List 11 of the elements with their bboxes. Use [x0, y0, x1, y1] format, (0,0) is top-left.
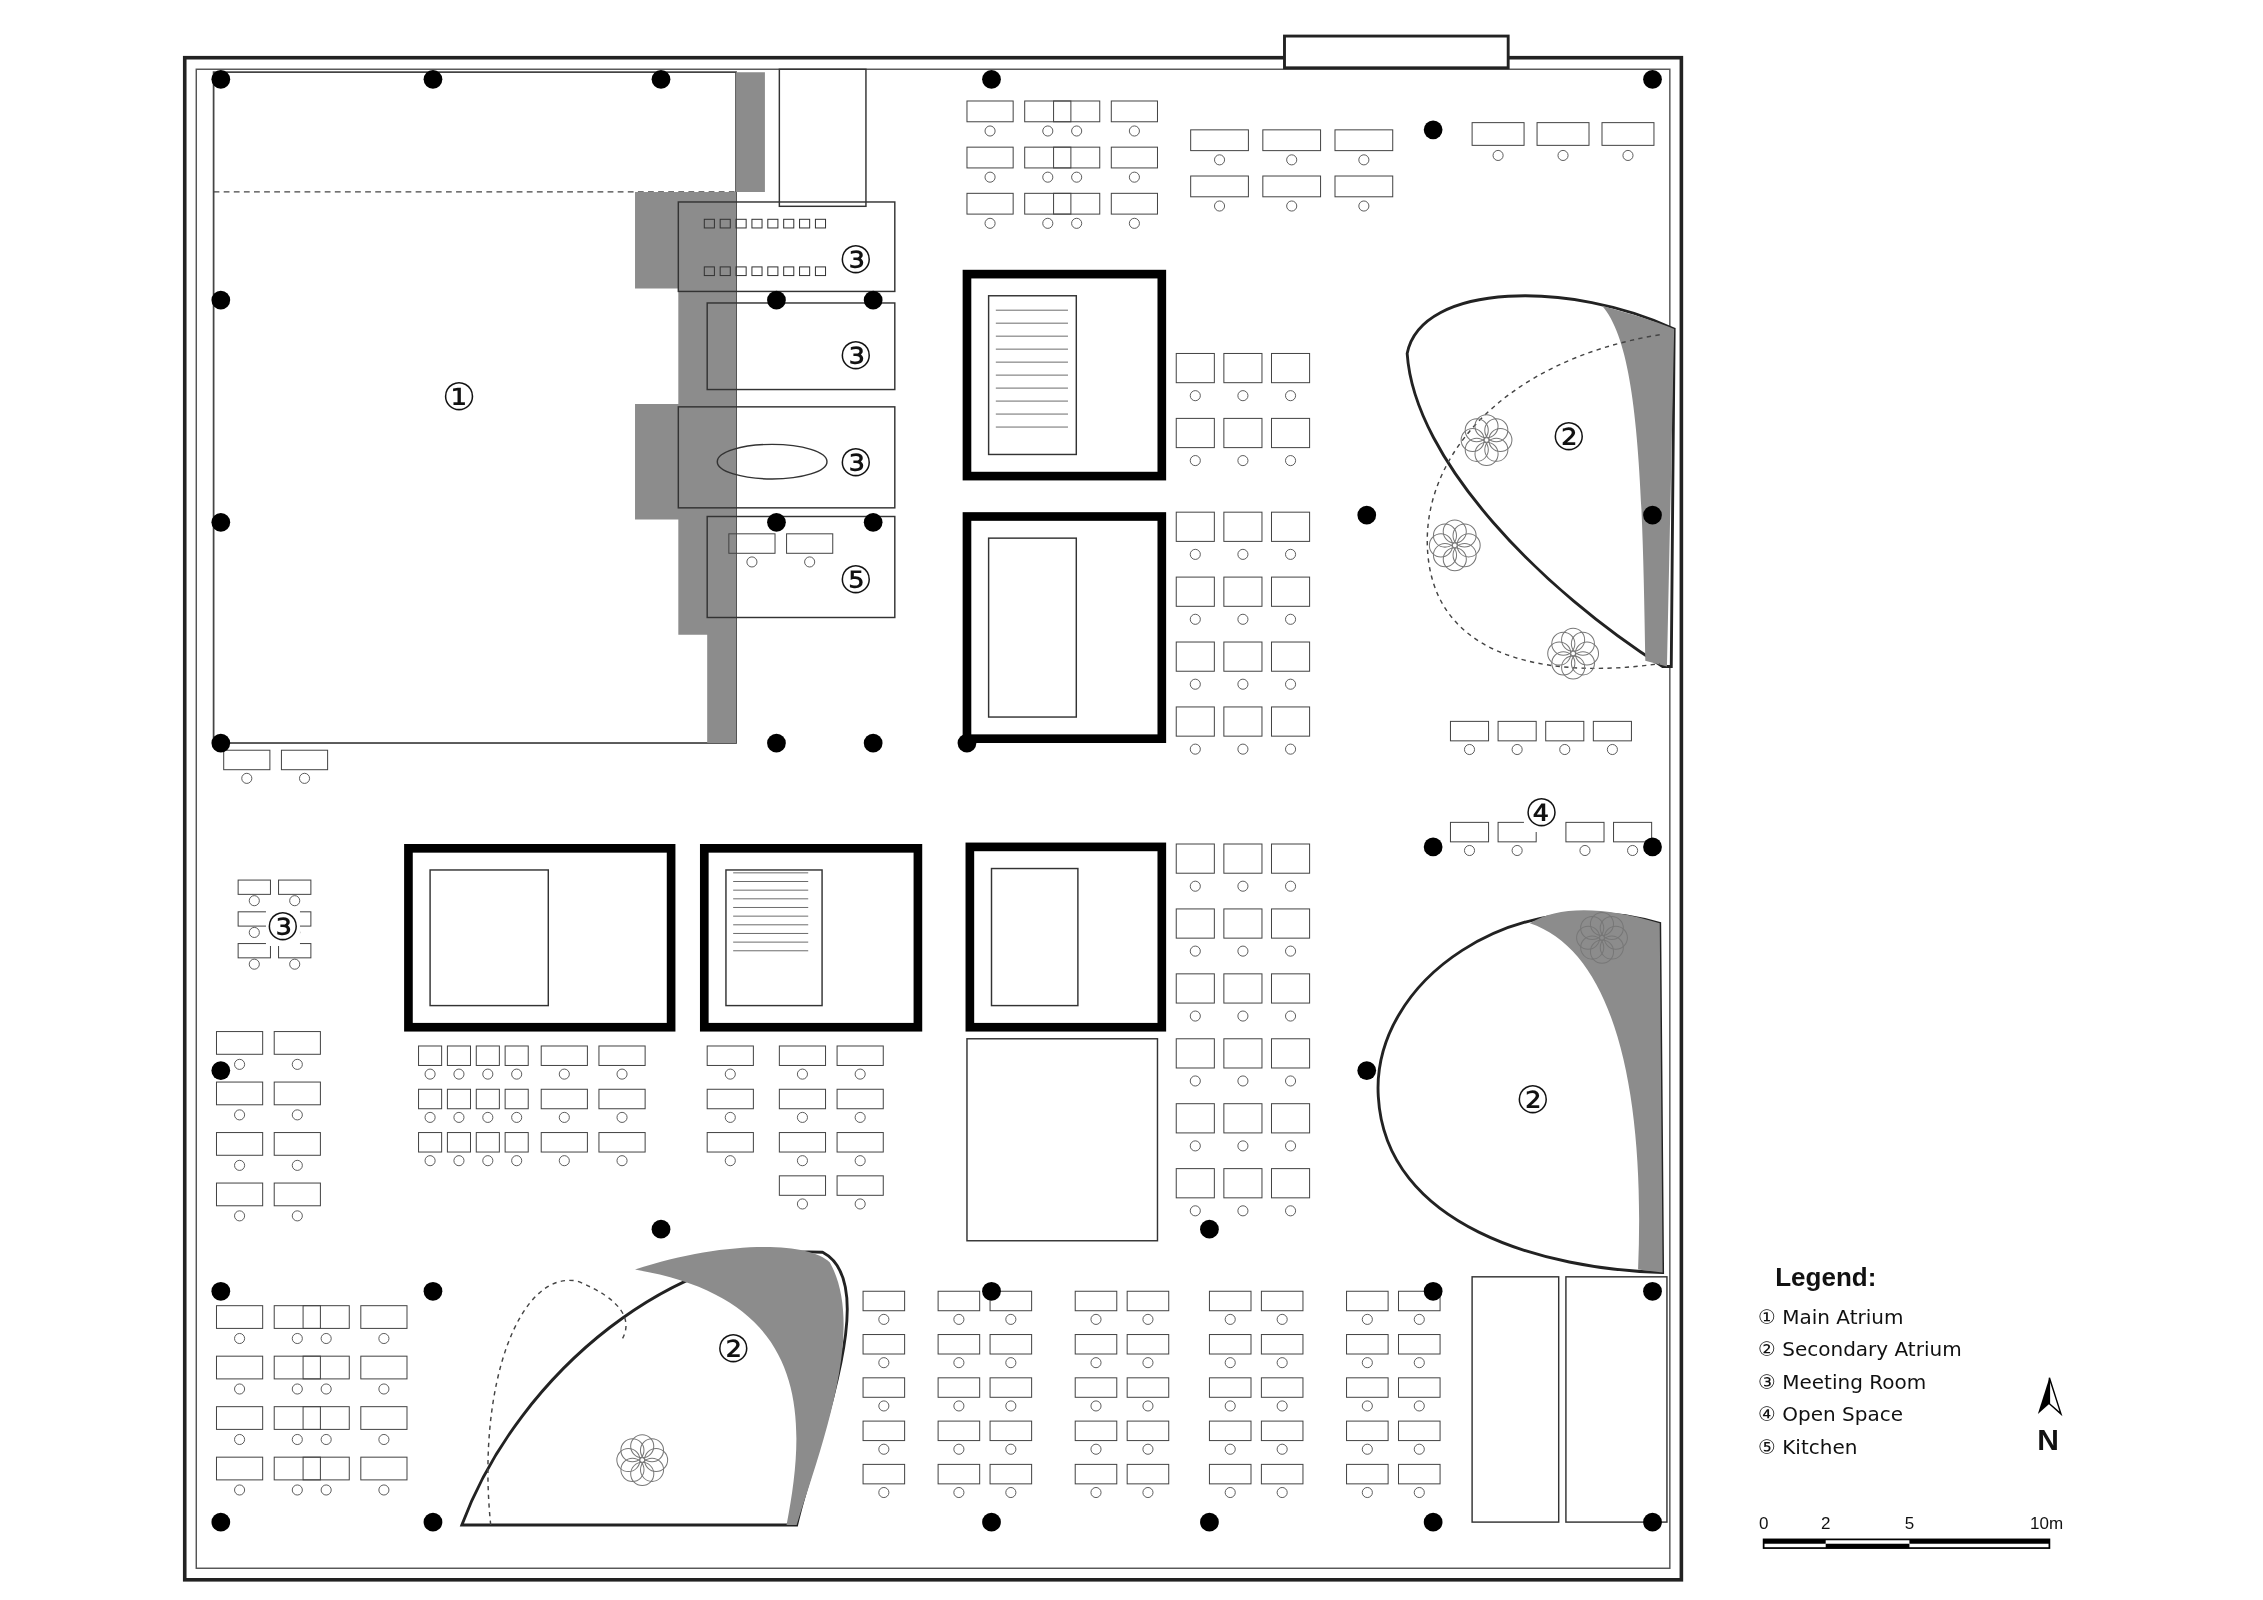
legend-text: ③ Meeting Room	[1757, 1369, 1927, 1394]
scale-label: 0	[1758, 1514, 1769, 1532]
legend-text: ④ Open Space	[1757, 1402, 1903, 1427]
legend-text: ⑤ Kitchen	[1757, 1434, 1858, 1459]
legend-title: Legend:	[1775, 1264, 1877, 1291]
north-label: N	[2037, 1425, 2059, 1456]
scale-label: 5	[1904, 1514, 1915, 1532]
legend-text: ② Secondary Atrium	[1757, 1337, 1962, 1362]
scale-label: 2	[1821, 1514, 1831, 1532]
legend-text: ① Main Atrium	[1757, 1304, 1904, 1329]
scale-label: 10m	[2030, 1514, 2064, 1532]
